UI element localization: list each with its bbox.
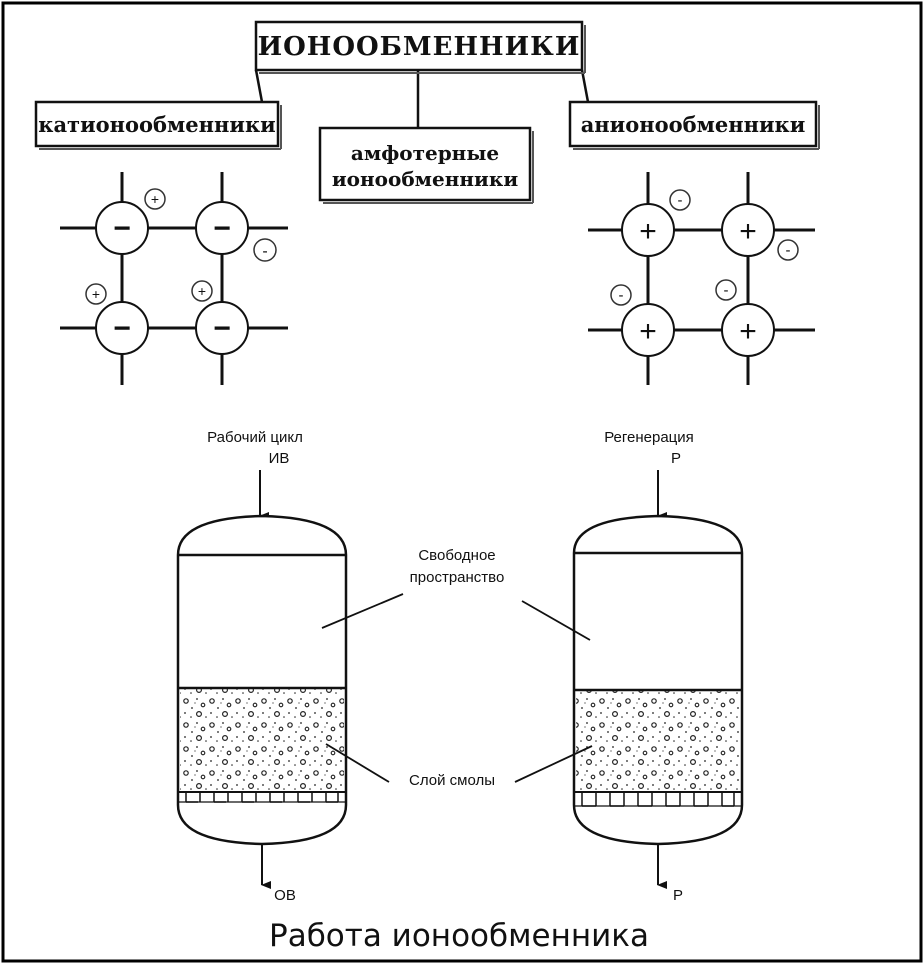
free-space-label-line1: Свободное [418,547,495,564]
svg-text:−: − [113,312,131,345]
root-label: ИОНООБМЕННИКИ [258,32,581,62]
svg-text:−: − [113,212,131,245]
anion-counter-ion: - [777,239,799,261]
right-resin-bed [576,691,740,792]
left-column: Рабочий цикл ИВ ОВ [176,429,348,904]
anion-box: анионообменники [568,100,820,150]
anion-fixed-ion: + [621,203,675,257]
cation-label: катионообменники [38,112,275,137]
anion-fixed-ion: + [721,303,775,357]
cation-fixed-ion: − [195,301,249,355]
cation-fixed-ion: − [195,201,249,255]
cation-counter-ion: + [85,283,107,305]
amphoteric-label-line1: амфотерные [351,141,499,165]
annotations: Свободное пространство Слой смолы [321,547,593,789]
right-inlet-label: Регенерация [604,429,694,446]
anion-label: анионообменники [581,112,806,137]
svg-text:+: + [639,315,657,348]
anion-fixed-ion: + [621,303,675,357]
svg-text:-: - [619,287,624,304]
right-inlet-code: Р [671,450,681,467]
cation-fixed-ion: − [95,301,149,355]
svg-text:−: − [213,212,231,245]
anion-fixed-ion: + [721,203,775,257]
anion-counter-ion: - [610,284,632,306]
svg-text:-: - [678,192,683,209]
free-space-label-line2: пространство [410,569,505,586]
cation-lattice: − − − − + + + - [60,172,288,385]
cation-box: катионообменники [34,100,282,150]
svg-text:−: − [213,312,231,345]
svg-text:+: + [92,286,100,302]
left-inlet-code: ИВ [269,450,290,467]
hierarchy-tree [254,69,590,128]
svg-text:+: + [739,215,757,248]
anion-counter-ion: - [715,279,737,301]
right-column: Регенерация Р Р [572,429,744,904]
cation-counter-ion: + [144,188,166,210]
resin-layer-label: Слой смолы [409,772,495,789]
svg-text:+: + [198,283,206,299]
amphoteric-box: амфотерные ионообменники [318,126,534,204]
anion-counter-ion: - [669,189,691,211]
left-outlet-code: ОВ [274,887,296,904]
right-outlet-code: Р [673,887,683,904]
svg-text:+: + [151,191,159,207]
resin-leader-left [325,743,390,783]
cation-counter-ion: + [191,280,213,302]
svg-text:-: - [724,282,729,299]
svg-text:-: - [262,243,267,260]
free-space-leader-left [321,593,404,629]
left-vessel-shell [176,514,348,846]
svg-text:-: - [786,242,791,259]
cation-co-ion: - [253,238,277,262]
cation-fixed-ion: − [95,201,149,255]
svg-text:+: + [739,315,757,348]
caption: Работа ионообменника [269,918,649,954]
anion-lattice: + + + + - - - - [588,172,815,385]
amphoteric-label-line2: ионообменники [332,167,518,191]
resin-leader-right [514,745,593,783]
root-box: ИОНООБМЕННИКИ [254,20,586,74]
svg-text:+: + [639,215,657,248]
left-resin-bed [180,689,344,792]
left-inlet-label: Рабочий цикл [207,429,303,446]
free-space-leader-right [521,600,591,641]
right-vessel-shell [572,514,744,846]
